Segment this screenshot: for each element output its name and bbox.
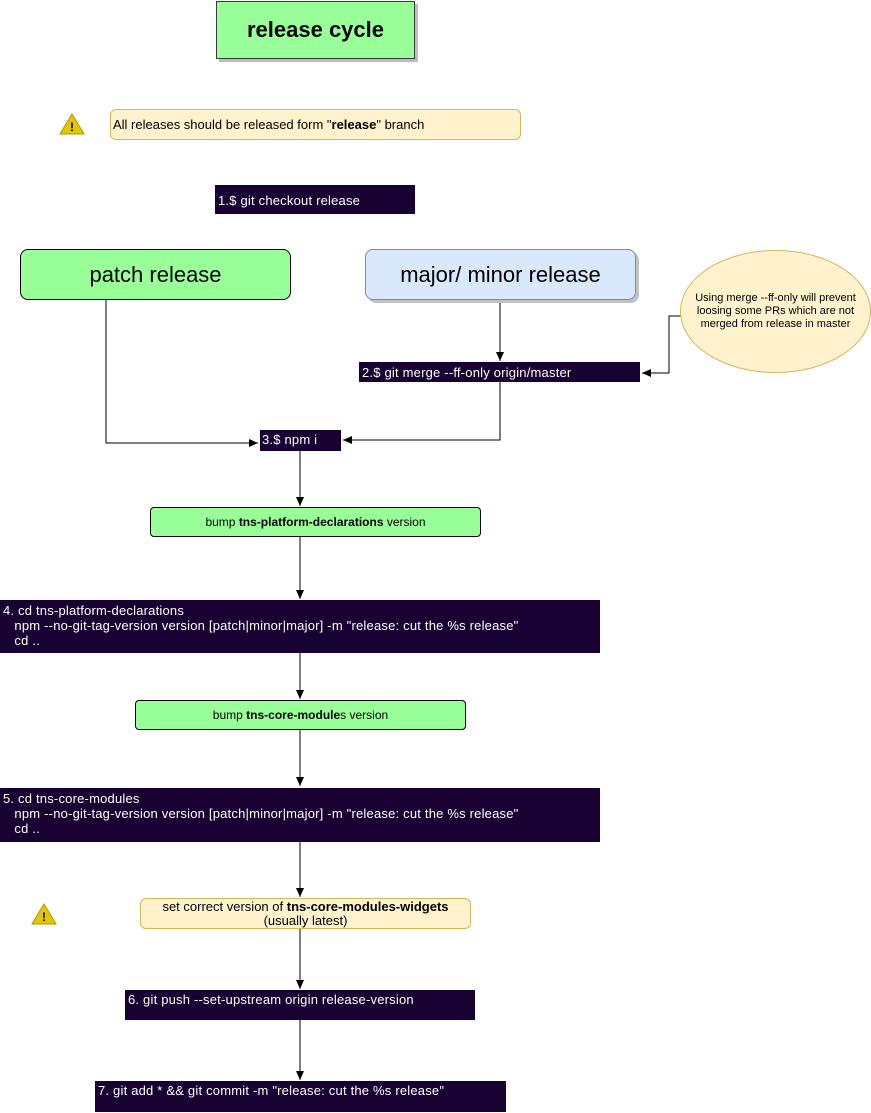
bump-platform-package: tns-platform-declarations [238, 515, 384, 529]
diagram-title-text: release cycle [246, 17, 385, 42]
diagram-title: release cycle [216, 1, 415, 59]
widgets-note-package: tns-core-modules-widgets [286, 898, 449, 914]
warning-triangle-icon: ! [59, 113, 85, 135]
bump-core-prefix: bump [212, 708, 247, 722]
step1-text: 1.$ git checkout release [218, 193, 361, 208]
bump-platform-prefix: bump [205, 515, 239, 529]
edge-merge-to-npm [343, 382, 501, 444]
step2-text: 2.$ git merge --ff-only origin/master [362, 365, 572, 380]
step1-checkout: 1.$ git checkout release [215, 185, 415, 214]
step4-line2: npm --no-git-tag-version version [patch|… [3, 618, 519, 633]
widgets-note-prefix: set correct version of [162, 898, 287, 914]
step3-text: 3.$ npm i [262, 432, 318, 447]
step5-line2: npm --no-git-tag-version version [patch|… [3, 806, 519, 821]
step7-git-commit: 7. git add * && git commit -m "release: … [95, 1081, 506, 1112]
ff-only-note: Using merge --ff-only will prevent loosi… [680, 250, 871, 373]
major-minor-release-label: major/ minor release [400, 261, 601, 287]
step6-text: 6. git push --set-upstream origin releas… [128, 992, 414, 1007]
bump-platform-suffix: version [383, 515, 426, 529]
release-branch-note: All releases should be released form "re… [110, 109, 521, 140]
widgets-version-note: set correct version of tns-core-modules-… [140, 898, 471, 929]
note-suffix: " branch [376, 117, 425, 132]
edge-note-to-merge [642, 315, 682, 377]
step6-git-push: 6. git push --set-upstream origin releas… [125, 990, 475, 1020]
step7-text: 7. git add * && git commit -m "release: … [98, 1083, 445, 1098]
step4-line1: 4. cd tns-platform-declarations [3, 603, 185, 618]
bump-core-modules-box: bump tns-core-modules version [135, 700, 466, 730]
step3-npm-install: 3.$ npm i [260, 430, 341, 451]
step2-merge: 2.$ git merge --ff-only origin/master [359, 362, 640, 382]
step5-core-modules-version: 5. cd tns-core-modules npm --no-git-tag-… [0, 788, 600, 842]
patch-release-box: patch release [20, 249, 291, 300]
note-bold-release: release [331, 117, 377, 132]
major-minor-release-box: major/ minor release [365, 249, 636, 300]
widgets-note-line2: (usually latest) [263, 912, 348, 928]
step5-line1: 5. cd tns-core-modules [3, 791, 140, 806]
ff-only-note-text: Using merge --ff-only will prevent loosi… [695, 292, 856, 330]
bump-core-suffix: s version [340, 708, 389, 722]
warning-triangle-icon: ! [31, 903, 57, 925]
svg-text:!: ! [70, 120, 74, 134]
step4-platform-version: 4. cd tns-platform-declarations npm --no… [0, 600, 600, 653]
note-prefix: All releases should be released form " [113, 117, 332, 132]
edge-patch-to-npm [105, 300, 258, 447]
step5-line3: cd .. [3, 821, 41, 836]
patch-release-label: patch release [89, 261, 222, 287]
bump-core-package: tns-core-module [246, 708, 341, 722]
svg-text:!: ! [42, 910, 46, 924]
step4-line3: cd .. [3, 633, 41, 648]
bump-platform-declarations-box: bump tns-platform-declarations version [150, 507, 481, 537]
